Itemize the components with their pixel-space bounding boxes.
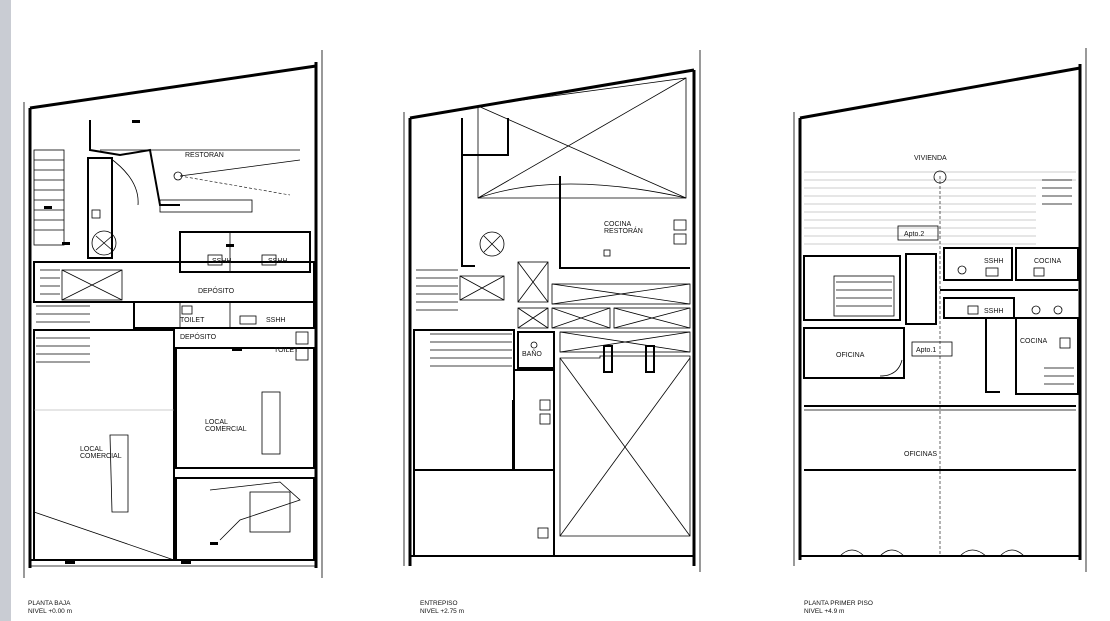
room-label: SSHH: [268, 258, 287, 265]
caption-entrepiso-level: NIVEL +2.75 m: [420, 608, 464, 615]
room-label: SSHH: [984, 258, 1003, 265]
room-label: COMERCIAL: [80, 453, 122, 460]
room-label: LOCAL: [205, 419, 228, 426]
room-label: Apto.1: [916, 347, 936, 354]
room-label: SSHH: [266, 317, 285, 324]
plan-primer-piso: VIVIENDA Apto.2 SSHH COCINA SSHH OFICINA…: [793, 48, 1087, 572]
room-label: OFICINAS: [904, 451, 937, 458]
room-label: RESTORAN: [185, 152, 224, 159]
caption-planta-baja-title: PLANTA BAJA: [28, 600, 71, 607]
captions: PLANTA BAJA NIVEL +0.00 m ENTREPISO NIVE…: [28, 600, 873, 615]
room-label: LOCAL: [80, 446, 103, 453]
caption-planta-baja-level: NIVEL +0.00 m: [28, 608, 72, 615]
room-label: COCINA: [1020, 338, 1048, 345]
room-label: SSHH: [984, 308, 1003, 315]
room-label: COCINA: [604, 221, 632, 228]
plan-entrepiso: COCINA RESTORÁN BAÑO: [403, 50, 701, 572]
caption-entrepiso-title: ENTREPISO: [420, 600, 458, 607]
room-label: RESTORÁN: [604, 226, 643, 235]
caption-primer-piso-title: PLANTA PRIMER PISO: [804, 600, 873, 607]
room-label: DEPÓSITO: [180, 332, 217, 341]
room-label: VIVIENDA: [914, 155, 947, 162]
room-label: BAÑO: [522, 349, 542, 358]
room-label: OFICINA: [836, 352, 865, 359]
room-label: DEPÓSITO: [198, 286, 235, 295]
left-edge-bar: [0, 0, 11, 621]
room-label: COCINA: [1034, 258, 1062, 265]
room-label: TOILET: [274, 347, 299, 354]
room-label: COMERCIAL: [205, 426, 247, 433]
plan-planta-baja: RESTORAN DEPÓSITO DEPÓSITO SSHH SSHH SSH…: [23, 50, 323, 578]
caption-primer-piso-level: NIVEL +4.9 m: [804, 608, 844, 615]
room-label: SSHH: [212, 258, 231, 265]
room-label: TOILET: [180, 317, 205, 324]
room-label: Apto.2: [904, 231, 924, 238]
